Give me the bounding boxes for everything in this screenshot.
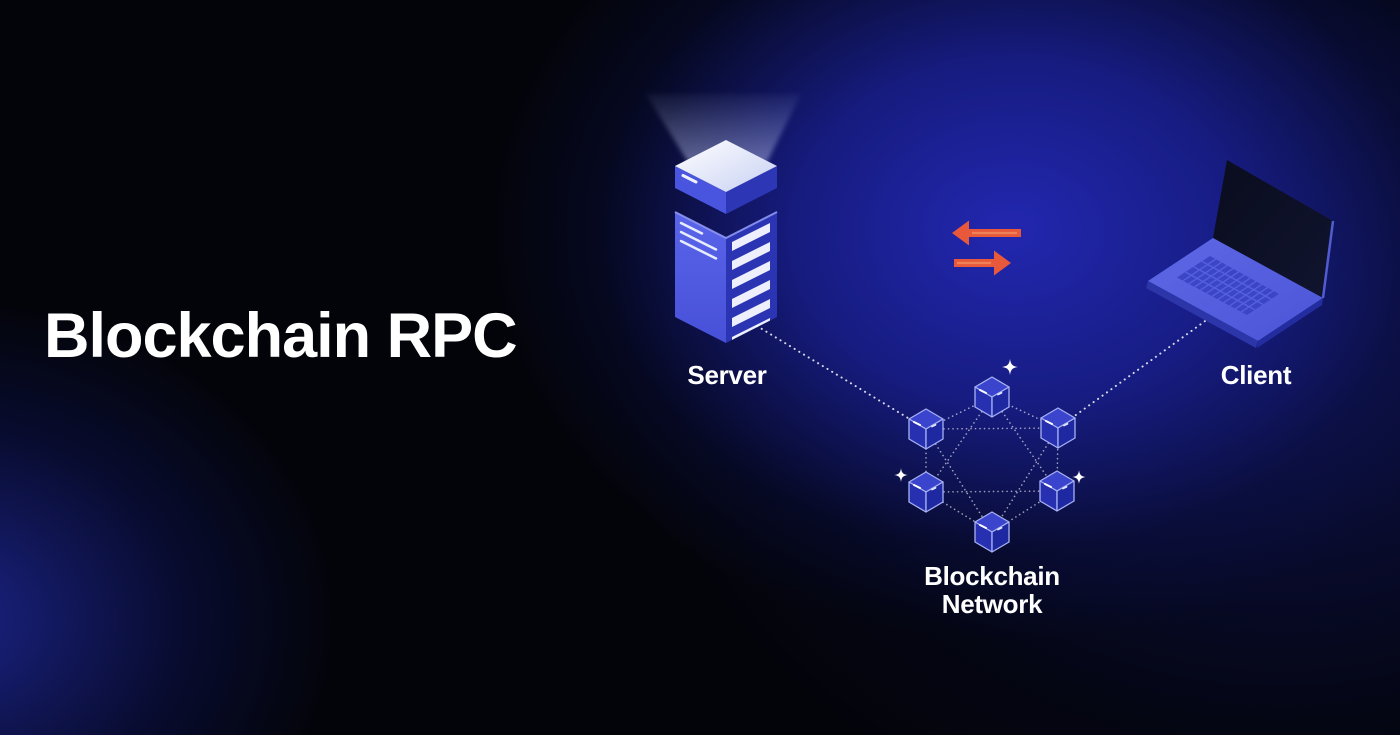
network-node-cube — [908, 408, 944, 450]
network-node-cube — [908, 471, 944, 513]
network-node-cube — [974, 376, 1010, 418]
client-label-text: Client — [1220, 360, 1292, 390]
network-label-line1: Blockchain — [924, 561, 1060, 591]
sparkle-icon — [1002, 359, 1018, 375]
client-label: Client — [1156, 361, 1356, 389]
network-node-cube — [974, 511, 1010, 553]
transfer-arrows-icon — [952, 220, 1021, 276]
network-node-cube — [1039, 470, 1075, 512]
laptop-icon — [1146, 160, 1335, 348]
network-node-cube — [1040, 407, 1076, 449]
page-title: Blockchain RPC — [44, 301, 518, 371]
blockchain-network-nodes — [908, 376, 1076, 553]
network-label-line2: Network — [941, 589, 1043, 619]
server-tower-icon — [674, 140, 778, 343]
connection-line-network-client — [1057, 315, 1213, 429]
connection-line-server-network — [756, 325, 927, 430]
network-label: Blockchain Network — [892, 562, 1092, 618]
server-label-text: Server — [687, 360, 767, 390]
server-label: Server — [627, 361, 827, 389]
light-beam — [646, 94, 801, 162]
sparkle-icon — [894, 468, 908, 482]
